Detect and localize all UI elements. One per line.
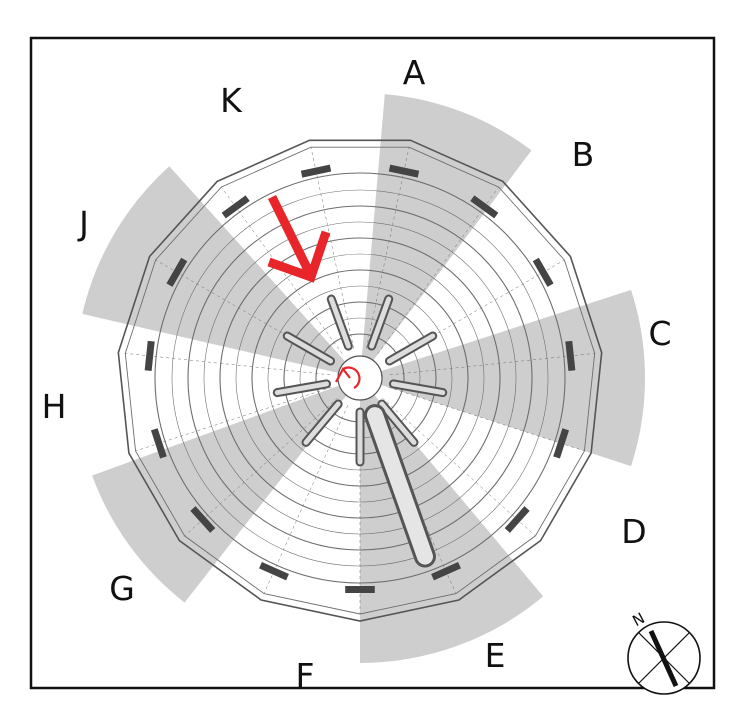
compass-icon: N [627, 609, 701, 695]
sector-label-e: E [485, 636, 506, 675]
perimeter-stair [150, 428, 167, 459]
radial-grid-line [263, 405, 349, 594]
sector-label-f: F [296, 656, 315, 695]
perimeter-stair [166, 257, 188, 287]
sector-label-d: D [621, 512, 646, 551]
perimeter-stair [259, 561, 289, 581]
inner-ramp-fill [369, 296, 392, 349]
perimeter-stair [504, 506, 530, 533]
perimeter-stair [190, 506, 216, 533]
radial-grid-line [184, 397, 338, 537]
inner-ramp-fill [386, 333, 436, 364]
radial-grid-line [385, 259, 565, 364]
perimeter-stair [388, 164, 420, 178]
perimeter-stair [144, 340, 155, 371]
inner-ramp-fill [303, 401, 341, 445]
sector-label-b: B [572, 135, 595, 174]
perimeter-stair [431, 561, 461, 581]
long-escalator-fill [366, 407, 433, 565]
circular-ramp-plan [117, 139, 603, 622]
sector-label-j: J [77, 204, 89, 243]
sector-label-a: A [403, 53, 426, 92]
perimeter-stair [221, 195, 250, 219]
sector-label-h: H [42, 387, 67, 426]
radial-grid-line [388, 387, 585, 452]
radial-grid-line [382, 397, 536, 537]
inner-ramp-fill [284, 333, 334, 364]
radial-grid-line [389, 353, 595, 376]
inner-ramp-fill [390, 381, 446, 396]
radial-grid-line [125, 353, 331, 376]
radial-grid-line [135, 387, 332, 452]
perimeter-stair [470, 195, 499, 219]
sector-label-k: K [220, 81, 243, 120]
ramp-ring [187, 205, 533, 551]
sector-label-g: G [109, 569, 135, 608]
outer-wall [117, 139, 603, 622]
outer-wall-inner-line [124, 146, 596, 615]
perimeter-stair [553, 428, 570, 459]
sector-wedge-c [360, 289, 645, 467]
radial-grid-line [310, 147, 355, 349]
sector-wedge-a [360, 94, 532, 378]
sector-wedges [82, 94, 645, 663]
inner-ramp-fill [328, 296, 351, 349]
sector-wedge-j [82, 166, 360, 378]
radial-grid-line [155, 259, 335, 364]
sector-wedge-g [92, 378, 360, 603]
sector-labels: A B C D E F G H J K [42, 53, 672, 695]
inner-ramp-fill [379, 401, 417, 445]
inner-ramp-fill [274, 381, 330, 396]
perimeter-stair [532, 257, 554, 287]
radial-grid-line [377, 186, 499, 354]
sector-wedge-e [360, 378, 544, 663]
perimeter-stair [565, 340, 576, 371]
perimeter-stair [300, 164, 332, 178]
sector-label-c: C [648, 314, 671, 353]
red-indicator-arrow [267, 195, 331, 283]
radial-grid-line [365, 147, 410, 349]
rotation-icon [335, 366, 361, 389]
ramp-ring [235, 253, 485, 503]
